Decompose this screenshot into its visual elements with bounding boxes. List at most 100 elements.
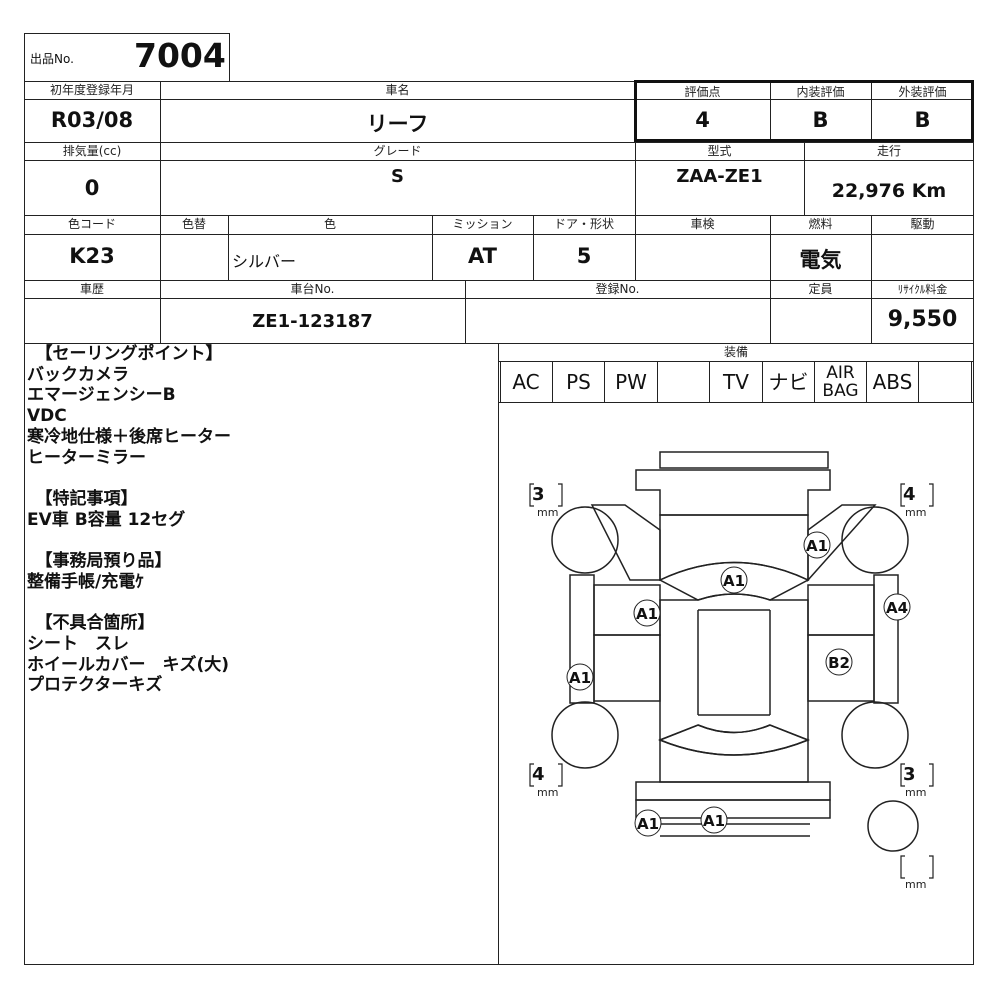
divider: [160, 215, 161, 280]
divider: [871, 81, 872, 142]
divider: [770, 81, 771, 142]
divider: [24, 298, 974, 299]
divider: [635, 215, 636, 280]
tread-unit: mm: [537, 506, 558, 519]
equipment-pw: PW: [605, 362, 658, 402]
divider: [770, 215, 771, 280]
score-label: 評価点: [684, 85, 721, 99]
divider: [160, 280, 161, 344]
chassis-value: ZE1-123187: [252, 311, 373, 332]
equipment-navi: ナビ: [763, 362, 815, 402]
svg-text:A1: A1: [723, 572, 745, 590]
svg-text:A1: A1: [569, 669, 591, 687]
front-right-fender: [807, 504, 877, 582]
divider: [804, 142, 805, 160]
tread-front-left: 3: [532, 484, 545, 505]
divider: [498, 343, 499, 965]
divider: [804, 160, 805, 215]
equipment-abs: ABS: [867, 362, 919, 402]
divider: [871, 280, 872, 344]
color-code-label: 色コード: [67, 217, 116, 231]
displacement-label: 排気量(cc): [62, 144, 122, 158]
roof: [659, 593, 809, 742]
remarks-text: 【セーリングポイント】 バックカメラ エマージェンシーB VDC 寒冷地仕様＋後…: [27, 344, 231, 696]
trunk: [659, 738, 809, 783]
divider: [498, 361, 974, 362]
score-highlight: [634, 80, 974, 142]
right-front-door: [807, 584, 875, 636]
rear-panel: [635, 781, 831, 801]
left-rear-door: [593, 634, 661, 702]
score-value: 4: [695, 108, 710, 132]
svg-text:A1: A1: [703, 812, 725, 830]
model-label: 型式: [707, 144, 732, 158]
registration-year: R03/08: [50, 108, 134, 132]
capacity-label: 定員: [808, 282, 833, 296]
model-value: ZAA-ZE1: [676, 166, 763, 187]
equipment-ac: AC: [500, 362, 553, 402]
lot-number: 7004: [134, 36, 226, 75]
divider: [24, 215, 974, 216]
interior-label: 内装評価: [796, 85, 845, 99]
equipment-empty: [658, 362, 710, 402]
rear-right-tire: [841, 701, 909, 769]
svg-text:A4: A4: [886, 599, 908, 617]
remarks-area: [24, 343, 974, 965]
color-code-value: K23: [69, 244, 115, 268]
divider: [635, 142, 636, 215]
mileage-value: 22,976 Km: [831, 180, 947, 202]
tread-rear-right: 3: [903, 764, 916, 785]
damage-mark: B2: [825, 648, 853, 676]
year-label: 初年度登録年月: [49, 83, 134, 97]
equipment-tv: TV: [710, 362, 763, 402]
rear-glass: [657, 724, 811, 756]
tread-rear-left: 4: [532, 764, 545, 785]
fuel-value: 電気: [799, 248, 842, 272]
divider: [871, 215, 872, 280]
divider: [500, 362, 501, 402]
divider: [465, 280, 466, 344]
damage-mark: A4: [883, 593, 911, 621]
exterior-label: 外装評価: [898, 85, 947, 99]
mission-label: ミッション: [452, 217, 513, 231]
equipment-ps: PS: [553, 362, 605, 402]
car-name: リーフ: [366, 112, 429, 136]
lot-label: 出品No.: [30, 52, 74, 66]
recycle-label: ﾘｻｲｸﾙ料金: [897, 283, 948, 296]
damage-mark: A1: [566, 663, 594, 691]
divider: [24, 99, 974, 100]
fuel-label: 燃料: [808, 217, 833, 231]
recycle-value: 9,550: [887, 307, 958, 332]
divider: [160, 81, 161, 142]
tread-unit: mm: [905, 786, 926, 799]
divider: [24, 234, 974, 235]
damage-mark: A1: [720, 566, 748, 594]
equipment-empty: [919, 362, 972, 402]
front-bumper: [659, 451, 829, 469]
divider: [24, 280, 974, 281]
divider: [770, 280, 771, 344]
svg-text:A1: A1: [806, 537, 828, 555]
registration-label: 登録No.: [595, 282, 640, 296]
displacement-value: 0: [84, 176, 100, 200]
door-value: 5: [576, 244, 592, 268]
divider: [533, 215, 534, 280]
repaint-label: 色替: [181, 217, 206, 231]
mission-value: AT: [468, 244, 497, 268]
front-panel: [635, 469, 831, 516]
drive-label: 駆動: [910, 217, 935, 231]
divider: [498, 402, 974, 403]
grade-label: グレード: [373, 144, 422, 158]
divider: [24, 142, 974, 143]
damage-mark: A1: [700, 806, 728, 834]
svg-text:B2: B2: [828, 654, 850, 672]
front-left-tire: [551, 506, 619, 574]
front-left-fender: [590, 504, 661, 581]
grade-value: S: [391, 166, 404, 187]
svg-text:A1: A1: [636, 605, 658, 623]
divider: [432, 215, 433, 280]
equipment-label: 装備: [723, 345, 748, 359]
divider: [228, 215, 229, 280]
rear-left-tire: [551, 701, 619, 769]
